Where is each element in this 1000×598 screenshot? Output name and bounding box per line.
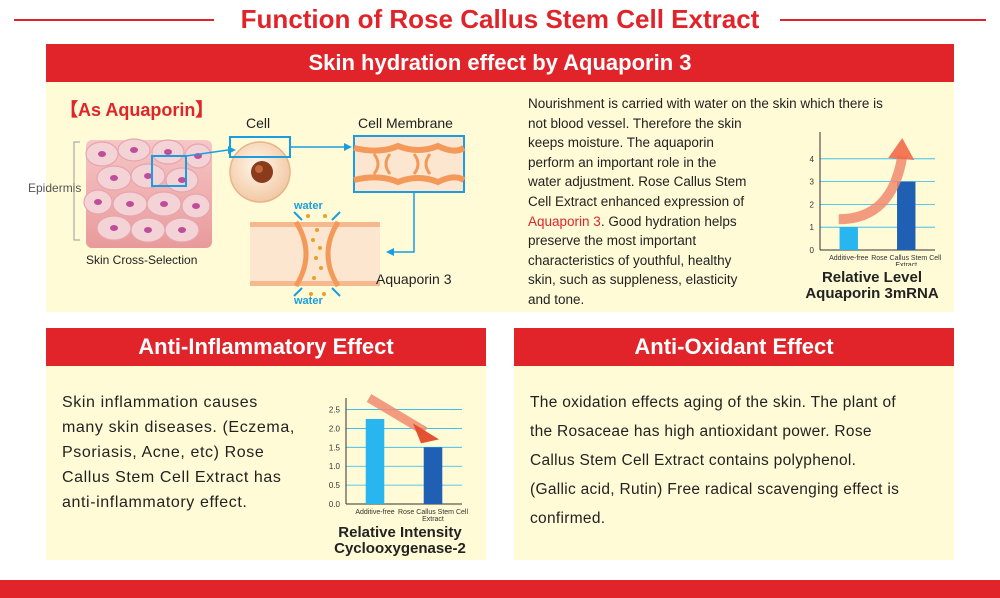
cox2-chart-title: Relative Intensity Cyclooxygenase-2 [334,524,466,557]
text-line: keeps moisture. The aquaporin [528,135,714,151]
y-tick-label: 1.5 [329,443,341,452]
y-tick-label: 3 [810,178,815,187]
text-line: skin, such as suppleness, elasticity [528,272,738,288]
text-line: confirmed. [530,510,606,527]
text-line: anti-inflammatory effect. [62,494,248,511]
bar [365,419,385,504]
trend-arrow-up [838,155,908,225]
y-tick-label: 0.0 [329,500,341,509]
epidermis-label: Epidermis [28,181,81,195]
text-line: The oxidation effects aging of the skin.… [530,394,897,411]
bar [423,447,443,504]
text-line: Cell Extract enhanced expression of [528,193,745,209]
y-tick-label: 2.5 [329,406,341,415]
inflammatory-panel [46,328,486,560]
cell-label: Cell [246,115,270,131]
hydration-text: Nourishment is carried with water on the… [528,94,948,310]
skin-cross-section-image [83,138,212,248]
cell-membrane-label: Cell Membrane [358,115,453,131]
aquaporin3-label: Aquaporin 3 [376,271,452,287]
oxidant-panel [514,328,954,560]
y-tick-label: 0 [810,246,815,255]
y-tick-label: 1.0 [329,462,341,471]
text-line: and tone. [528,291,585,307]
text-line: characteristics of youthful, healthy [528,252,732,268]
title-rule-left [14,19,214,21]
y-tick-label: 2 [810,200,815,209]
oxidant-text: The oxidation effects aging of the skin.… [530,388,950,533]
x-tick-label: Rose Callus Stem Cell [871,255,941,262]
text-line: water adjustment. Rose Callus Stem [528,174,747,190]
x-tick-label: Extract [895,262,917,266]
text-line-highlight: Aquaporin 3. Good hydration helps [528,213,737,229]
text-line: the Rosaceae has high antioxidant power.… [530,423,872,440]
x-tick-label: Additive-free [355,509,394,516]
text-line: many skin diseases. (Eczema, [62,419,295,436]
inflammatory-header: Anti-Inflammatory Effect [46,328,486,366]
cell-image [229,136,291,203]
text-line: not blood vessel. Therefore the skin [528,115,742,131]
hydration-header: Skin hydration effect by Aquaporin 3 [46,44,954,82]
text-line: perform an important role in the [528,154,717,170]
y-tick-label: 4 [810,155,815,164]
inflammatory-text: Skin inflammation causes many skin disea… [62,390,312,515]
y-tick-label: 0.5 [329,481,341,490]
skin-cross-label: Skin Cross-Selection [86,253,197,267]
y-tick-label: 2.0 [329,424,341,433]
oxidant-header: Anti-Oxidant Effect [514,328,954,366]
text-line: Nourishment is carried with water on the… [528,96,883,111]
page-title: Function of Rose Callus Stem Cell Extrac… [226,4,774,34]
aquaporin-chart-title: Relative Level Aquaporin 3mRNA [805,269,939,302]
text-line: Psoriasis, Acne, etc) Rose [62,444,265,461]
trend-arrowhead [413,423,439,444]
text-line: Callus Stem Cell Extract has [62,469,282,486]
bar [897,181,916,250]
text-line: Callus Stem Cell Extract contains polyph… [530,452,857,469]
text-line: (Gallic acid, Rutin) Free radical scaven… [530,481,900,498]
x-tick-label: Additive-free [829,255,868,262]
text-line: preserve the most important [528,233,697,249]
x-tick-label: Rose Callus Stem Cell [398,509,468,516]
bottom-bar [0,580,1000,598]
text-line: Skin inflammation causes [62,394,258,411]
water-label-bottom: water [293,295,323,307]
bar [839,227,858,250]
x-tick-label: Extract [422,516,444,523]
as-aquaporin-label: 【As Aquaporin】 [60,100,214,120]
aquaporin-channel-image [250,211,380,297]
aquaporin-diagram: Epidermis Skin Cross-Selection Cell [28,115,466,307]
trend-arrowhead [888,138,915,160]
water-label-top: water [293,200,323,212]
main-title: Function of Rose Callus Stem Cell Extrac… [0,2,1000,36]
aquaporin3-highlight: Aquaporin 3 [528,213,601,229]
cell-membrane-image [353,135,466,193]
y-tick-label: 1 [810,223,815,232]
title-rule-right [780,19,986,21]
